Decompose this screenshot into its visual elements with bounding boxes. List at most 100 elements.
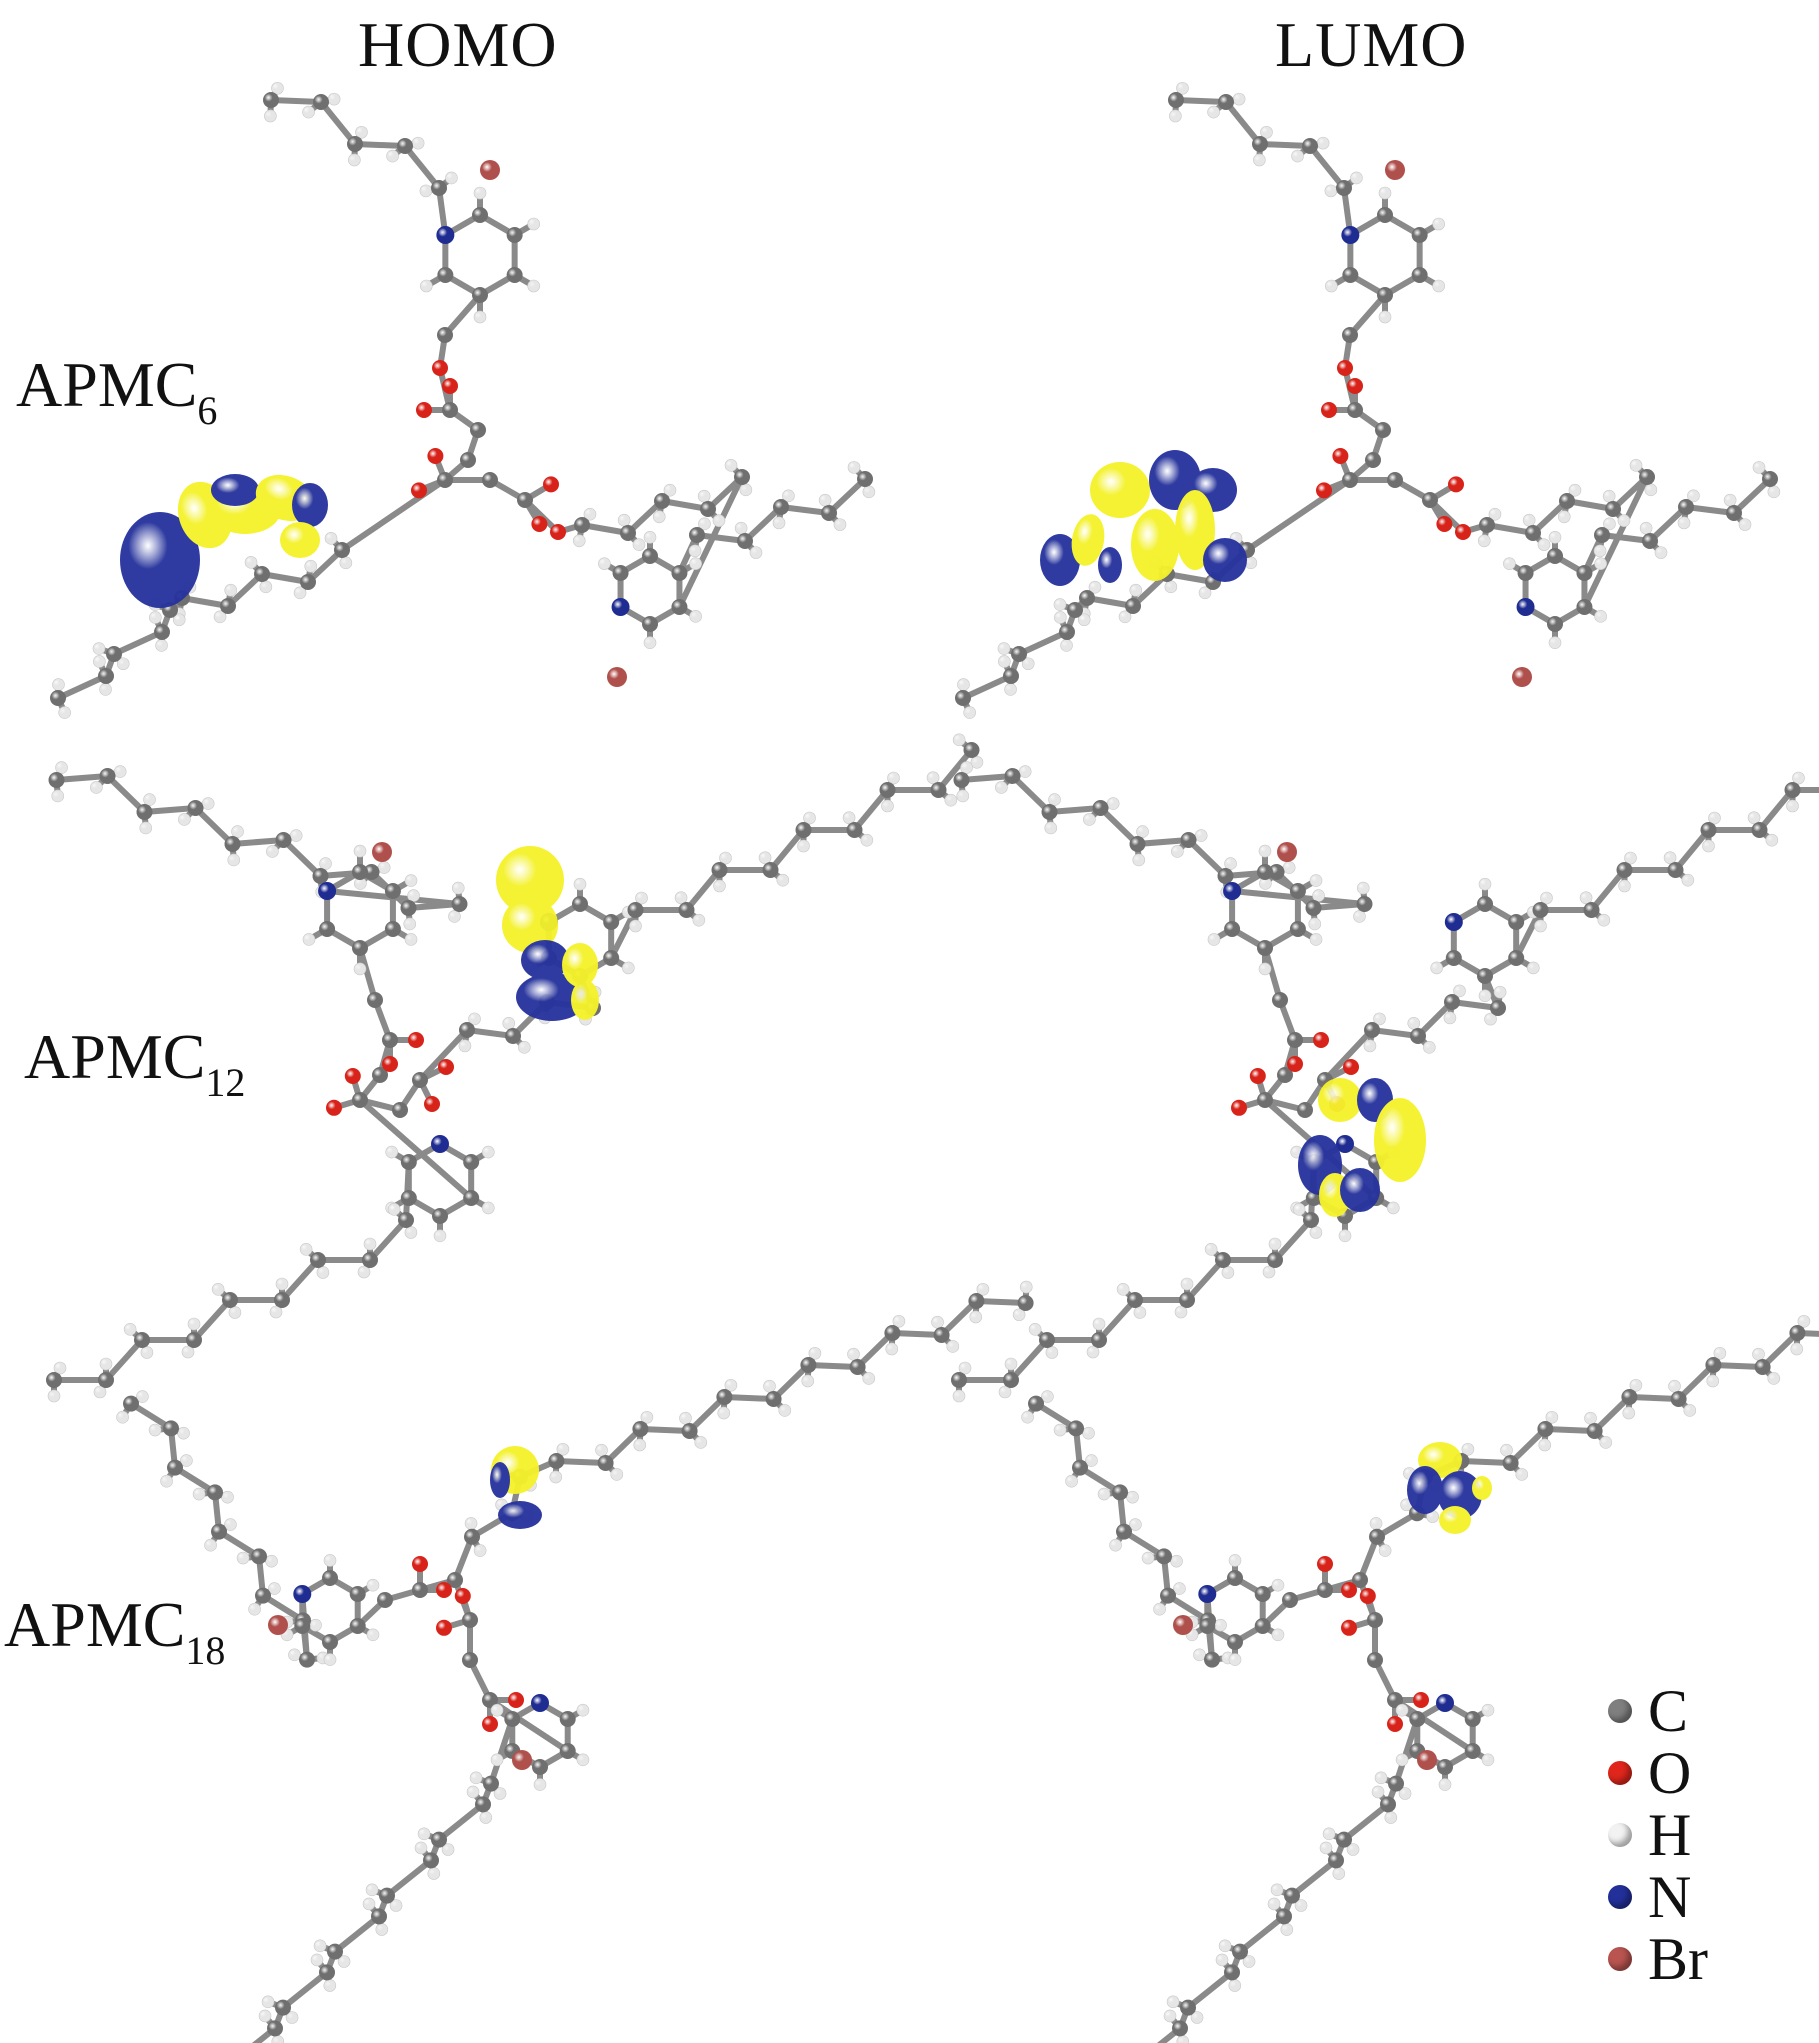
h-atom — [1021, 657, 1035, 671]
br-atom — [1385, 160, 1405, 180]
c-atom — [795, 822, 812, 838]
h-atom — [1141, 1551, 1155, 1565]
c-atom — [263, 92, 279, 108]
c-atom — [1067, 602, 1083, 618]
h-atom — [178, 813, 191, 826]
h-atom — [1624, 851, 1637, 865]
c-atom — [267, 2020, 283, 2037]
c-atom — [1411, 227, 1428, 243]
h-atom — [420, 279, 433, 293]
c-atom — [1490, 1000, 1506, 1016]
h-atom — [1593, 544, 1607, 558]
bond — [694, 532, 748, 544]
c-atom — [1287, 1032, 1303, 1048]
orbital-lobe-negative — [1340, 1168, 1380, 1212]
c-atom — [1091, 1332, 1107, 1348]
h-atom — [689, 557, 702, 570]
c-atom — [334, 542, 350, 558]
h-atom — [1053, 1423, 1067, 1437]
orbital-lobe-negative — [1438, 1471, 1482, 1519]
h-atom — [1044, 821, 1058, 835]
h-atom — [268, 1582, 281, 1595]
orbital-lobe-negative — [1407, 1466, 1443, 1514]
h-atom — [643, 530, 657, 544]
c-atom — [559, 1711, 576, 1727]
h-atom — [1384, 1811, 1398, 1824]
c-atom — [1594, 527, 1610, 543]
bond — [1185, 837, 1229, 879]
bond — [402, 143, 442, 191]
c-atom — [1464, 1743, 1481, 1759]
bond — [357, 945, 378, 1003]
h-atom — [1174, 1305, 1188, 1319]
h-atom — [266, 845, 279, 858]
h-atom — [1193, 1648, 1206, 1662]
h-atom — [1478, 989, 1492, 1003]
bond — [339, 477, 448, 553]
bond — [960, 673, 1014, 701]
h-atom — [1171, 845, 1184, 858]
h-atom — [1579, 891, 1593, 905]
c-atom — [1726, 505, 1742, 521]
h-atom — [1534, 919, 1547, 933]
h-atom — [490, 1703, 504, 1717]
bond — [192, 805, 236, 847]
h-atom — [337, 1955, 351, 1968]
h-atom — [288, 1648, 301, 1662]
h-atom — [632, 538, 646, 551]
lumo-column-title: LUMO — [1275, 9, 1468, 80]
h-atom — [1294, 1899, 1308, 1912]
bond — [637, 1426, 693, 1434]
c-atom — [1367, 1612, 1383, 1628]
c-atom — [800, 1357, 817, 1373]
c-atom — [1365, 452, 1381, 468]
c-atom — [1336, 1831, 1352, 1848]
c-atom — [1762, 471, 1778, 487]
n-atom — [1436, 1694, 1454, 1712]
o-atom — [543, 476, 559, 493]
c-atom — [1272, 992, 1288, 1008]
bond — [367, 1217, 409, 1263]
c-atom — [123, 1395, 139, 1412]
o-atom — [1343, 1059, 1359, 1075]
h-atom — [833, 518, 847, 531]
h-atom — [310, 1953, 324, 1967]
h-atom — [363, 1237, 377, 1251]
c-atom — [186, 1332, 202, 1348]
bond — [1591, 1394, 1633, 1434]
oxygen-atom-icon — [1608, 1761, 1632, 1785]
h-atom — [1515, 1468, 1529, 1481]
c-atom — [1112, 1484, 1128, 1501]
orbital-lobe-negative — [516, 973, 588, 1021]
c-atom — [1444, 994, 1460, 1010]
c-atom — [1364, 1022, 1380, 1038]
h-atom — [944, 793, 958, 807]
c-atom — [671, 599, 688, 615]
h-atom — [1545, 1410, 1559, 1424]
br-atom — [268, 1615, 288, 1635]
h-atom — [139, 821, 153, 835]
h-atom — [1594, 557, 1607, 570]
h-atom — [1221, 1266, 1235, 1279]
h-atom — [228, 1306, 242, 1319]
bond — [417, 1027, 470, 1083]
h-atom — [143, 793, 156, 806]
c-atom — [412, 1582, 428, 1598]
orbital-lobe-positive — [1090, 462, 1150, 518]
h-atom — [375, 1923, 389, 1936]
h-atom — [265, 1554, 278, 1568]
bond — [103, 1337, 145, 1383]
n-atom — [531, 1694, 549, 1712]
c-atom — [1127, 1292, 1143, 1308]
h-atom — [958, 1361, 972, 1375]
o-atom — [424, 1096, 440, 1112]
c-atom — [397, 138, 413, 154]
h-atom — [411, 136, 425, 150]
c-atom — [681, 1423, 698, 1439]
c-atom — [1003, 1372, 1019, 1388]
h-atom — [201, 797, 215, 810]
c-atom — [1502, 1455, 1519, 1471]
h-atom — [339, 556, 353, 570]
n-atom — [436, 226, 455, 244]
h-atom — [1116, 1282, 1130, 1296]
